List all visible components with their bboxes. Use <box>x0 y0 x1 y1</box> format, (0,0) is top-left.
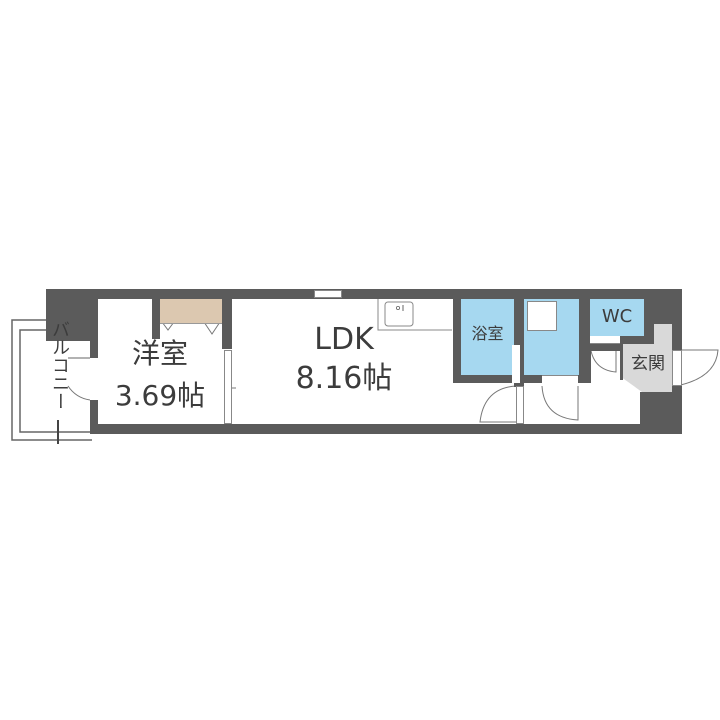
ldk-name: LDK <box>314 322 374 357</box>
ldk-size: 8.16帖 <box>295 361 393 396</box>
corridor-divider <box>514 383 524 387</box>
wall-right-lower <box>640 392 682 434</box>
balcony-door <box>90 358 98 400</box>
wall-bottom <box>90 424 682 434</box>
washroom-door <box>542 375 578 383</box>
wc <box>590 299 644 336</box>
western-room-size: 3.69帖 <box>114 379 206 412</box>
bathroom <box>461 299 514 375</box>
wall-left-block <box>46 289 98 341</box>
entrance-wall <box>620 344 623 380</box>
corridor-partition <box>516 386 524 424</box>
wc-label: WC <box>601 306 633 327</box>
entrance-door <box>672 350 682 386</box>
bathroom-label: 浴室 <box>471 324 504 343</box>
wc-door <box>590 336 620 344</box>
bath-door <box>512 345 520 383</box>
wall-top <box>46 289 682 299</box>
western-room-name: 洋室 <box>131 337 188 370</box>
shoe-cabinet <box>654 324 672 344</box>
washbasin <box>527 301 557 331</box>
partition-wall <box>222 289 232 349</box>
closet-wall-left <box>152 289 160 339</box>
sliding-partition <box>224 350 232 424</box>
balcony-label: バルコニー <box>49 320 70 410</box>
window <box>314 290 342 298</box>
closet-storage <box>160 299 222 324</box>
entrance-label: 玄関 <box>631 354 665 374</box>
